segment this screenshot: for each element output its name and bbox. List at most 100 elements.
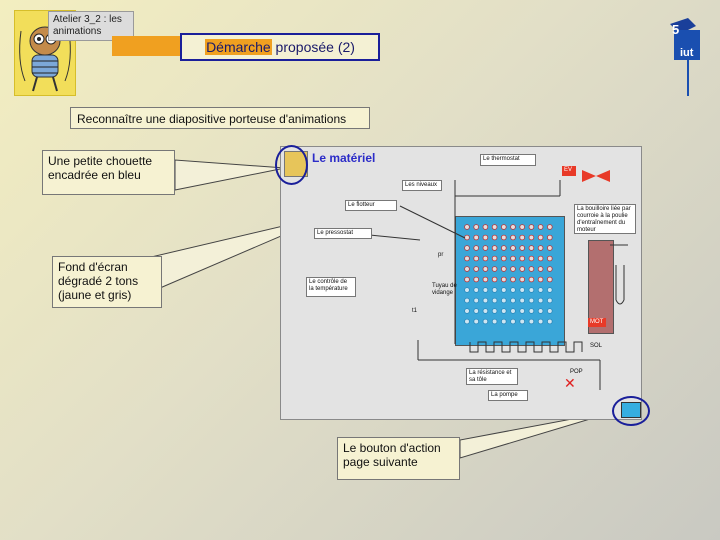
tank-bubble — [519, 308, 525, 314]
tank-bubble — [473, 245, 479, 251]
label-pmp: POP — [570, 369, 583, 375]
tank-bubble — [510, 245, 516, 251]
tank-bubble — [464, 255, 470, 262]
tank-bubble — [500, 287, 507, 293]
tank-bubble — [473, 297, 479, 304]
tank-bubble — [464, 287, 470, 293]
tank-bubble — [547, 287, 553, 293]
tank-bubble — [464, 297, 470, 304]
tank-bubble — [473, 255, 479, 262]
tank-bubble — [473, 318, 479, 325]
tank-bubble — [519, 276, 525, 283]
accent-bar — [112, 36, 180, 56]
callout-background: Fond d'écran dégradé 2 tons (jaune et gr… — [52, 256, 162, 308]
tank-bubble — [537, 318, 544, 325]
label-pr: pr — [438, 252, 444, 258]
tank-bubble — [519, 318, 525, 325]
owl-highlight-circle — [275, 145, 308, 185]
tank-bubble — [537, 245, 544, 251]
tank-bubble — [500, 234, 507, 241]
tank-bubble — [500, 276, 507, 283]
tank-bubble — [519, 234, 525, 241]
tank-bubble — [482, 255, 489, 262]
tank-bubble — [528, 245, 535, 251]
tank-bubbles — [464, 224, 553, 325]
label-flotteur: Le flotteur — [345, 200, 397, 211]
tank-bubble — [510, 318, 516, 325]
tank-bubble — [547, 308, 553, 314]
tank-bubble — [464, 318, 470, 325]
tank-bubble — [528, 266, 535, 272]
tank-bubble — [528, 224, 535, 230]
tank-bubble — [500, 308, 507, 314]
tank-bubble — [537, 224, 544, 230]
tank-bubble — [537, 308, 544, 314]
tank-bubble — [482, 234, 489, 241]
label-thermostat: Le thermostat — [480, 154, 536, 166]
label-ev: EV — [562, 166, 576, 176]
tank-bubble — [491, 255, 498, 262]
tank-bubble — [547, 318, 553, 325]
tank-bubble — [510, 234, 516, 241]
tank-bubble — [482, 297, 489, 304]
tank-bubble — [482, 276, 489, 283]
label-controle: Le contrôle de la température — [306, 277, 356, 297]
tank-bubble — [491, 318, 498, 325]
water-tank — [455, 216, 565, 346]
tank-bubble — [491, 287, 498, 293]
tank-bubble — [528, 234, 535, 241]
tank-bubble — [528, 276, 535, 283]
label-bouilloire: La bouilloire liée par courroie à la pou… — [574, 204, 636, 234]
label-mot: MOT — [588, 318, 606, 327]
page-title-rest: proposée (2) — [271, 39, 355, 55]
tank-bubble — [547, 245, 553, 251]
tank-bubble — [464, 266, 470, 272]
page-title: Démarche proposée (2) — [180, 33, 380, 61]
tank-bubble — [464, 276, 470, 283]
tank-bubble — [473, 234, 479, 241]
tank-bubble — [464, 308, 470, 314]
valve-icon — [582, 170, 610, 182]
callout-next-button: Le bouton d'action page suivante — [337, 437, 460, 480]
tank-bubble — [537, 234, 544, 241]
tank-bubble — [500, 224, 507, 230]
tank-bubble — [473, 276, 479, 283]
label-pompe: La pompe — [488, 390, 528, 401]
tank-bubble — [482, 245, 489, 251]
callout-owl: Une petite chouette encadrée en bleu — [42, 150, 175, 195]
tank-bubble — [519, 287, 525, 293]
slide-title: Le matériel — [312, 151, 376, 165]
tank-bubble — [510, 276, 516, 283]
tank-bubble — [482, 224, 489, 230]
label-pressostat: Le pressostat — [314, 228, 372, 239]
tank-bubble — [537, 287, 544, 293]
tank-bubble — [500, 255, 507, 262]
tank-bubble — [491, 276, 498, 283]
label-vidange: Tuyau de vidange — [432, 283, 457, 296]
tank-bubble — [491, 297, 498, 304]
heating-coil-icon — [469, 341, 583, 353]
tank-bubble — [510, 287, 516, 293]
tank-bubble — [519, 255, 525, 262]
page-number: 5 — [672, 22, 680, 37]
tank-bubble — [482, 266, 489, 272]
tank-bubble — [491, 245, 498, 251]
tank-bubble — [537, 255, 544, 262]
label-levels: Les niveaux — [402, 180, 442, 191]
tank-bubble — [473, 287, 479, 293]
tank-bubble — [464, 224, 470, 230]
next-button-highlight-circle — [612, 396, 650, 426]
tank-bubble — [482, 308, 489, 314]
tank-bubble — [500, 318, 507, 325]
tank-bubble — [519, 297, 525, 304]
tank-bubble — [537, 297, 544, 304]
tank-bubble — [473, 266, 479, 272]
iut-logo-icon: iut — [668, 16, 704, 98]
tank-bubble — [510, 297, 516, 304]
label-resistance: La résistance et sa tôle — [466, 368, 518, 385]
tank-bubble — [482, 318, 489, 325]
tank-bubble — [510, 266, 516, 272]
tank-bubble — [500, 297, 507, 304]
